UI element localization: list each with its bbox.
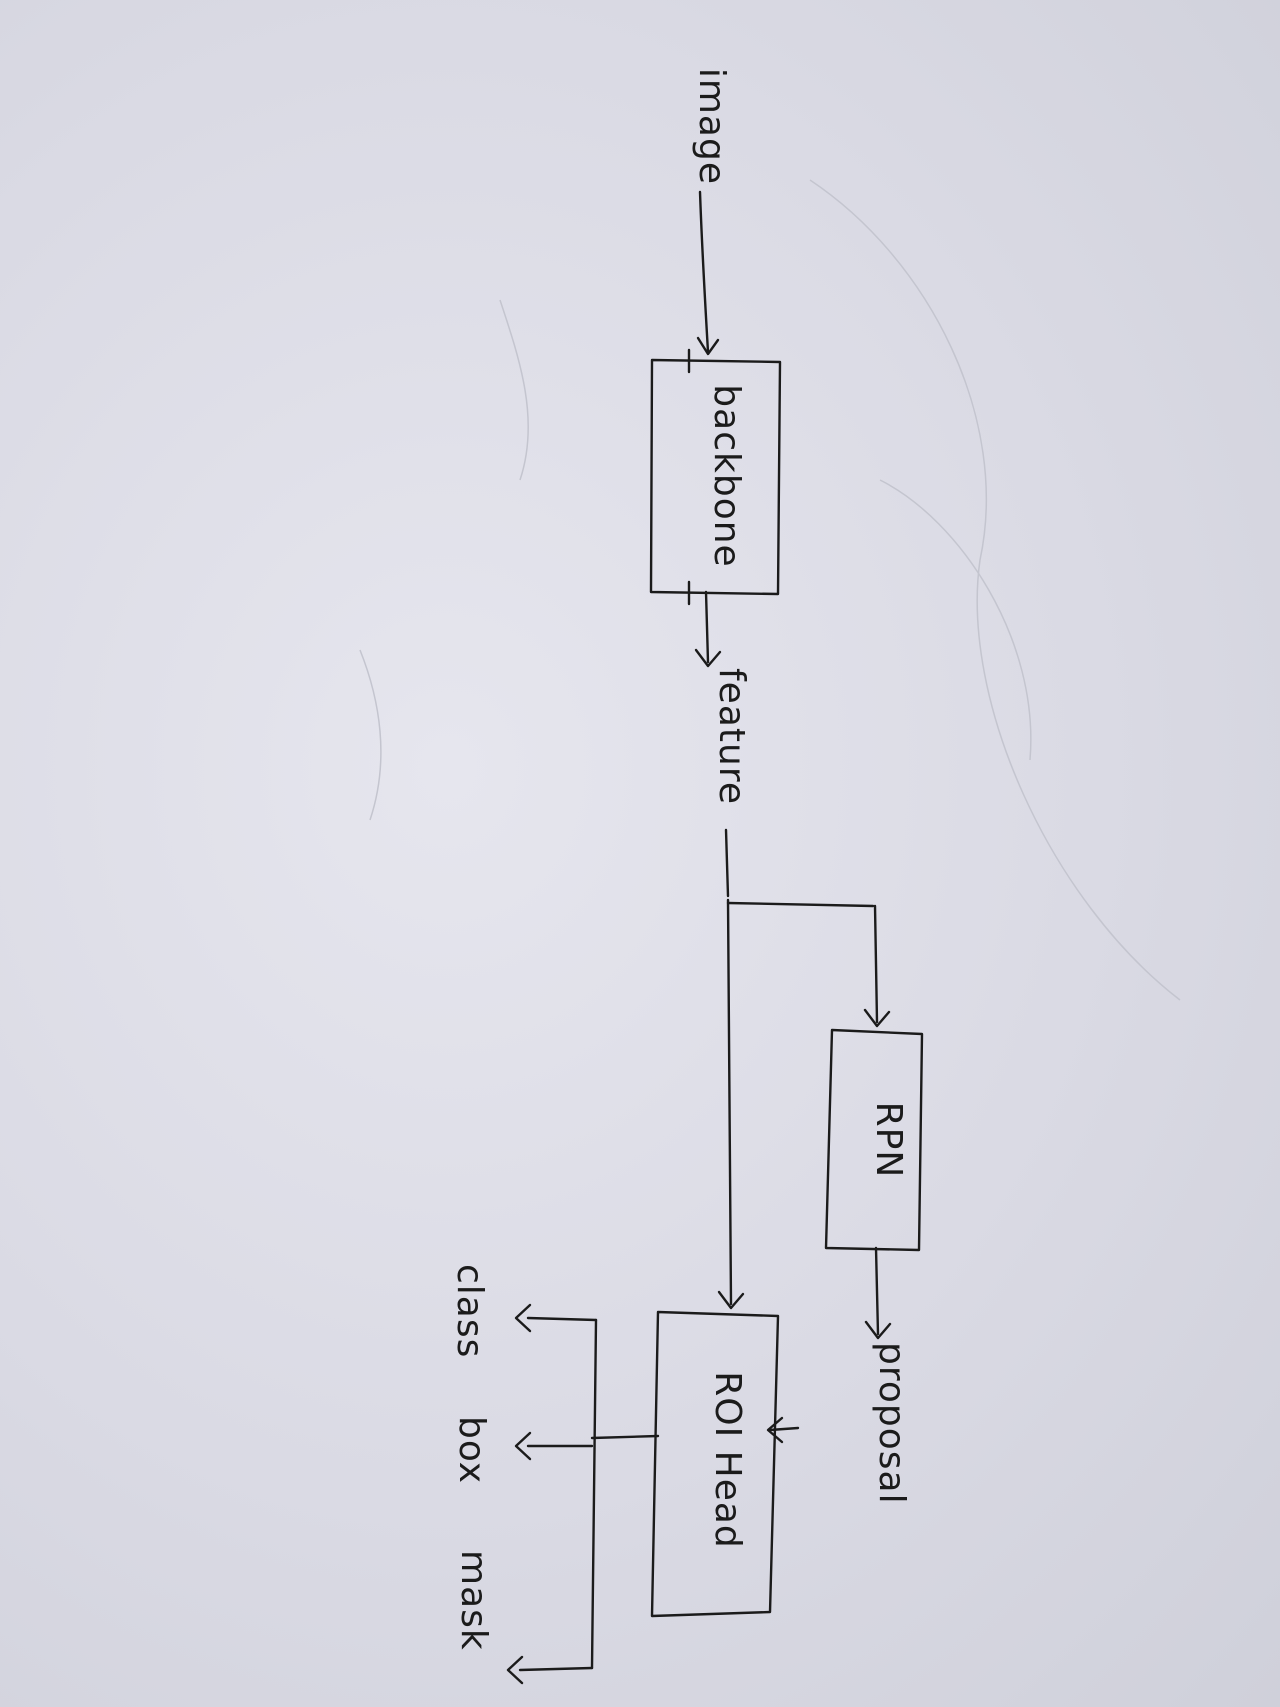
edge-backbone-to-feature <box>694 590 722 668</box>
node-feature: feature <box>711 668 752 805</box>
edge-feature-to-roi-head <box>717 898 745 1310</box>
node-class: class <box>449 1264 490 1358</box>
label-roi-head: ROI Head <box>707 1371 748 1549</box>
node-mask: mask <box>453 1550 494 1651</box>
edge-proposal-to-roi-head <box>766 1416 800 1444</box>
node-box: box <box>451 1416 492 1484</box>
node-proposal: proposal <box>871 1342 912 1505</box>
edge-feature-to-rpn <box>724 828 891 1028</box>
bleed-through-marks <box>359 179 1181 1001</box>
label-rpn: RPN <box>868 1102 909 1179</box>
node-rpn: RPN <box>824 1028 924 1252</box>
edge-rpn-to-proposal <box>864 1246 892 1340</box>
label-image: image <box>691 68 732 185</box>
label-box: box <box>451 1416 492 1484</box>
arrowhead-to-mask <box>506 1655 524 1685</box>
arrowhead-to-class <box>514 1303 532 1333</box>
node-roi-head: ROI Head <box>650 1310 780 1618</box>
edge-image-to-backbone <box>696 190 720 356</box>
node-image: image <box>691 68 732 185</box>
arrowhead-to-box <box>514 1431 532 1461</box>
label-feature: feature <box>711 668 752 805</box>
edge-roi-head-to-outputs <box>518 1316 660 1672</box>
label-backbone: backbone <box>706 384 747 567</box>
node-backbone: backbone <box>649 348 782 606</box>
label-proposal: proposal <box>871 1342 912 1505</box>
label-class: class <box>449 1264 490 1358</box>
label-mask: mask <box>453 1550 494 1651</box>
